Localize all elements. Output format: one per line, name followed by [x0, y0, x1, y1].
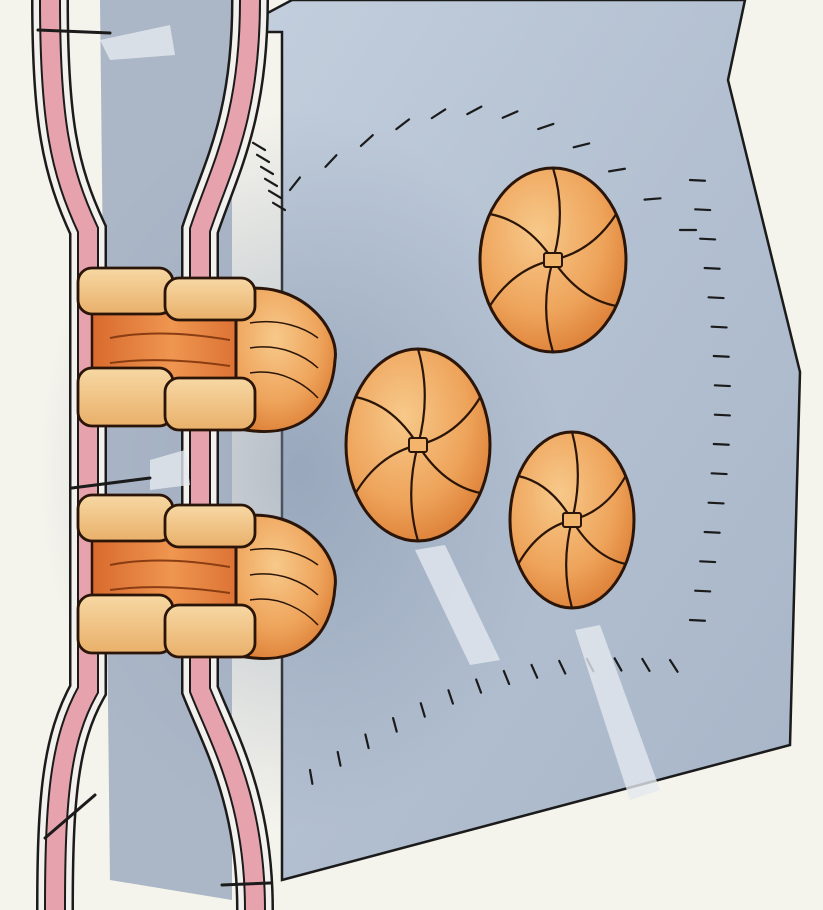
collar — [165, 378, 255, 430]
tick-mark — [714, 444, 729, 445]
tick-mark — [695, 209, 710, 210]
tick-mark — [700, 239, 715, 240]
tick-mark — [695, 591, 710, 592]
tick-mark — [715, 385, 730, 386]
collar — [165, 505, 255, 547]
tick-mark — [690, 620, 705, 621]
tick-mark — [712, 473, 727, 474]
collar — [165, 278, 255, 320]
tick-mark — [709, 297, 724, 298]
tick-mark — [690, 180, 705, 181]
connexon — [346, 349, 490, 541]
collar — [78, 495, 173, 541]
tick-mark — [705, 532, 720, 533]
pore — [544, 253, 562, 267]
connexon — [510, 432, 634, 608]
tick-mark — [700, 561, 715, 562]
tick-mark — [715, 415, 730, 416]
tick-mark — [714, 356, 729, 357]
collar — [78, 368, 173, 426]
collar — [165, 605, 255, 657]
tick-mark — [712, 327, 727, 328]
collar — [78, 595, 173, 653]
tick-mark — [709, 503, 724, 504]
leader-line — [222, 883, 270, 885]
connexon — [480, 168, 626, 352]
pore — [563, 513, 581, 527]
tick-mark — [705, 268, 720, 269]
pore — [409, 438, 427, 452]
tick-mark — [645, 198, 661, 199]
collar — [78, 268, 173, 314]
